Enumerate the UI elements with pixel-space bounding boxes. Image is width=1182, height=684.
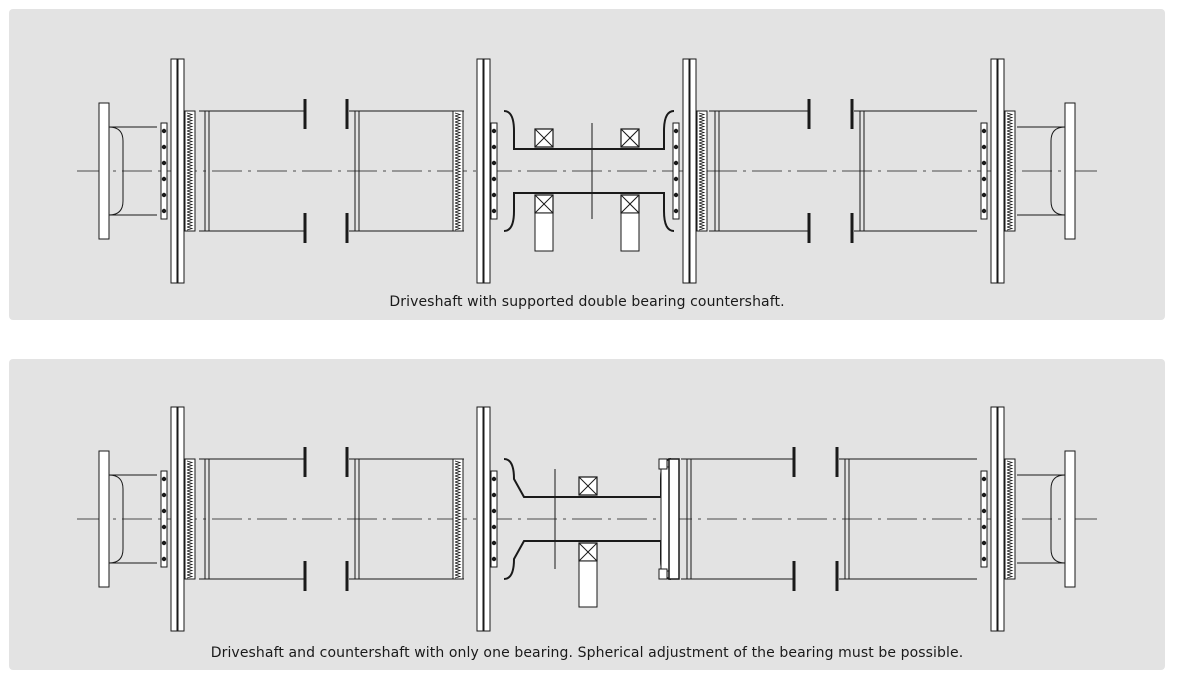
left-joint-hub-teeth — [187, 461, 192, 578]
left-joint-plate-b — [178, 407, 184, 631]
right-end-flange-plate — [1065, 103, 1075, 239]
right-joint-bolt-ring — [981, 123, 987, 219]
bearing-support — [579, 561, 597, 607]
right-end-flange-plate — [1065, 451, 1075, 587]
mid-left-joint-plate-a — [477, 59, 483, 283]
mid-right-joint-plate-a — [683, 59, 689, 283]
coupling-bolt-top — [659, 459, 667, 469]
mid-left-joint-bolt — [491, 208, 497, 214]
mid-left-joint-bolt-ring — [491, 123, 497, 219]
left-end-flange-neck — [109, 127, 157, 215]
left-joint-bolt-ring — [161, 471, 167, 567]
right-joint-bolt — [981, 192, 987, 198]
mid-left-joint-bolt — [491, 192, 497, 198]
right-joint-bolt — [981, 208, 987, 214]
right-joint-bolt — [981, 176, 987, 182]
mid-right-joint-bolt — [673, 144, 679, 150]
coupling-flange — [661, 467, 669, 571]
mid-left-joint-bolt — [491, 524, 497, 530]
mid-left-joint-plate-b — [484, 59, 490, 283]
left-joint-plate-a — [171, 59, 177, 283]
mid-right-joint-hub-teeth — [699, 113, 704, 230]
coupling-bolt-bottom — [659, 569, 667, 579]
mid-left-joint-hub-teeth — [455, 461, 460, 578]
mid-right-joint-bolt — [673, 192, 679, 198]
left-joint-bolt-ring — [161, 123, 167, 219]
bearing-top-cross-b — [579, 477, 597, 495]
mid-right-joint-bolt — [673, 160, 679, 166]
right-joint-bolt — [981, 556, 987, 562]
left-joint-bolt — [161, 492, 167, 498]
left-joint-bolt — [161, 208, 167, 214]
single-bearing-drawing — [9, 359, 1165, 670]
mid-left-joint-bolt — [491, 476, 497, 482]
right-joint-plate-b — [998, 407, 1004, 631]
left-joint-bolt — [161, 192, 167, 198]
mid-right-joint-plate-b — [690, 59, 696, 283]
left-joint-bolt — [161, 144, 167, 150]
bearing-bottom-cross-b — [579, 543, 597, 561]
right-joint-bolt — [981, 508, 987, 514]
right-joint-hub-teeth — [1007, 461, 1012, 578]
left-joint-bolt — [161, 556, 167, 562]
mid-left-joint-bolt — [491, 492, 497, 498]
left-joint-bolt — [161, 508, 167, 514]
left-joint-plate-a — [171, 407, 177, 631]
right-joint-bolt — [981, 524, 987, 530]
bearing-2-top-cross-b — [621, 129, 639, 147]
mid-right-joint-bolt-ring — [673, 123, 679, 219]
bearing-1-support — [535, 213, 553, 251]
countershaft-top — [504, 111, 674, 149]
bearing-2-support — [621, 213, 639, 251]
left-joint-plate-b — [178, 59, 184, 283]
panel-caption-double-bearing: Driveshaft with supported double bearing… — [389, 294, 785, 310]
right-joint-bolt — [981, 144, 987, 150]
mid-left-joint-bolt — [491, 556, 497, 562]
mid-left-joint-bolt — [491, 508, 497, 514]
right-joint-plate-a — [991, 59, 997, 283]
right-joint-bolt — [981, 128, 987, 134]
mid-left-joint-hub-teeth — [455, 113, 460, 230]
double-bearing-drawing — [9, 9, 1165, 320]
bearing-2-bottom-cross-b — [621, 195, 639, 213]
left-joint-bolt — [161, 476, 167, 482]
left-joint-bolt — [161, 524, 167, 530]
right-joint-bolt — [981, 160, 987, 166]
left-end-flange-plate — [99, 451, 109, 587]
right-joint-bolt — [981, 492, 987, 498]
mid-left-joint-bolt — [491, 160, 497, 166]
mid-left-joint-bolt-ring — [491, 471, 497, 567]
left-end-flange-neck — [109, 475, 157, 563]
left-end-flange-plate — [99, 103, 109, 239]
mid-left-joint-bolt — [491, 176, 497, 182]
right-joint-hub-teeth — [1007, 113, 1012, 230]
coupling-flange-outer — [669, 459, 679, 579]
right-joint-plate-a — [991, 407, 997, 631]
right-end-flange-neck — [1017, 127, 1065, 215]
diagram-panel-single-bearing: Driveshaft and countershaft with only on… — [9, 359, 1165, 670]
right-end-flange-neck — [1017, 475, 1065, 563]
left-joint-bolt — [161, 176, 167, 182]
mid-right-joint-bolt — [673, 176, 679, 182]
left-joint-bolt — [161, 160, 167, 166]
left-joint-bolt — [161, 128, 167, 134]
mid-left-joint-bolt — [491, 540, 497, 546]
right-joint-bolt — [981, 476, 987, 482]
left-joint-hub-teeth — [187, 113, 192, 230]
mid-left-joint-bolt — [491, 144, 497, 150]
mid-left-joint-plate-b — [484, 407, 490, 631]
diagram-panel-double-bearing: Driveshaft with supported double bearing… — [9, 9, 1165, 320]
mid-right-joint-bolt — [673, 128, 679, 134]
panel-caption-single-bearing: Driveshaft and countershaft with only on… — [210, 645, 964, 661]
mid-left-joint-bolt — [491, 128, 497, 134]
mid-right-joint-bolt — [673, 208, 679, 214]
right-joint-bolt-ring — [981, 471, 987, 567]
right-joint-bolt — [981, 540, 987, 546]
right-joint-plate-b — [998, 59, 1004, 283]
mid-left-joint-plate-a — [477, 407, 483, 631]
bearing-1-top-cross-b — [535, 129, 553, 147]
left-joint-bolt — [161, 540, 167, 546]
countershaft-bottom — [504, 193, 674, 231]
bearing-1-bottom-cross-b — [535, 195, 553, 213]
